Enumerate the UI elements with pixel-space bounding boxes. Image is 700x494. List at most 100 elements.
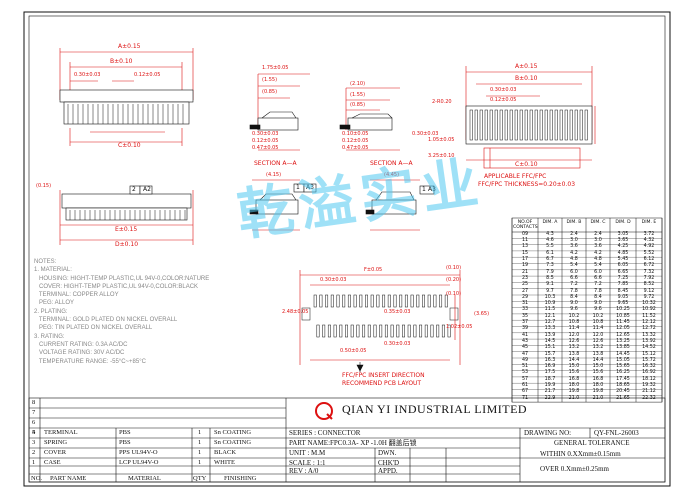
pin-table-cell: 15.7 bbox=[544, 351, 556, 357]
note-line: PEG: TIN PLATED ON NICKEL OVERALL bbox=[34, 325, 153, 332]
pin-table-cell: 8.4 bbox=[570, 294, 578, 300]
pin-table-cell: 6.0 bbox=[570, 269, 578, 275]
pin-table-cell: 7.9 bbox=[546, 269, 554, 275]
pin-table-cell: 6.72 bbox=[643, 263, 655, 269]
tolerance-over: OVER 0.Xmm±0.25mm bbox=[540, 465, 609, 473]
pin-table-cell: 15.05 bbox=[616, 357, 630, 363]
pin-table-cell: 9.0 bbox=[570, 301, 578, 307]
pin-table-cell: 10.8 bbox=[592, 320, 604, 325]
pcb-pad-top bbox=[382, 294, 386, 308]
bom-cell-qty: 1 bbox=[198, 429, 202, 436]
pin-table-cell: 12.05 bbox=[616, 326, 630, 332]
pcb-pad-bottom bbox=[316, 324, 320, 338]
pin-table-cell: 35 bbox=[521, 313, 529, 319]
pcb-layout-label: RECOMMEND PCB LAYOUT bbox=[342, 380, 422, 387]
pin-table-cell: 22.9 bbox=[544, 395, 556, 401]
pcb-peg-left bbox=[301, 307, 311, 321]
pin-table-cell: 7.32 bbox=[643, 269, 655, 275]
pin-table-cell: 19.32 bbox=[642, 383, 656, 388]
dim-015: (0.15) bbox=[36, 183, 52, 189]
dim-pcb-050: 0.50±0.05 bbox=[340, 348, 367, 354]
pin-table-cell: 21.65 bbox=[616, 395, 630, 401]
pcb-layout bbox=[299, 270, 461, 372]
pin-table-cell: 12.6 bbox=[592, 338, 604, 344]
pcb-pad-top bbox=[444, 294, 448, 308]
pin-table-cell: 6.12 bbox=[643, 257, 655, 262]
pin-table-cell: 19 bbox=[521, 263, 529, 269]
pin-table-cell: 6.7 bbox=[546, 257, 554, 262]
dim-010: (0.10) bbox=[446, 265, 462, 271]
note-line: VOLTAGE RATING: 30V AC/DC bbox=[34, 350, 125, 357]
pcb-pad-bottom bbox=[327, 324, 331, 338]
pin-table-cell: 13 bbox=[521, 244, 529, 250]
bom-cell-qty: 1 bbox=[198, 449, 202, 456]
tolerance-title: GENERAL TOLERANCE bbox=[554, 439, 630, 447]
right-view-pin bbox=[499, 109, 503, 141]
title-block-grid bbox=[28, 397, 666, 483]
pcb-pad-top bbox=[313, 294, 317, 308]
dim-height: 1.75±0.05 bbox=[262, 65, 289, 71]
dim-r-325: 3.25±0.10 bbox=[428, 153, 455, 159]
pcb-pad-bottom bbox=[390, 324, 394, 338]
pin-table-cell: 13.8 bbox=[568, 351, 580, 357]
dim-r-c: C±0.10 bbox=[515, 161, 538, 168]
pcb-pad-top bbox=[325, 294, 329, 308]
pin-table-cell: 8.45 bbox=[617, 288, 629, 294]
dim-s010a: 0.10±0.05 bbox=[342, 131, 369, 137]
note-line: TERMINAL: GOLD PLATED ON NICKEL OVERALL bbox=[34, 317, 178, 324]
pin-table-cell: 10.32 bbox=[642, 301, 656, 307]
pin-table-cell: 15.0 bbox=[568, 364, 580, 370]
right-view-pin bbox=[519, 109, 523, 141]
dim-085b: (0.85) bbox=[350, 102, 366, 108]
pin-table-cell: 14.45 bbox=[616, 351, 630, 357]
pin-table-cell: 14.5 bbox=[544, 338, 556, 344]
bom-empty-row-no: 7 bbox=[32, 409, 36, 416]
pcb-pad-top bbox=[387, 294, 391, 308]
pin-table-cell: 9.65 bbox=[617, 301, 629, 307]
pin-table-cell: 7.25 bbox=[617, 275, 629, 281]
pin-table-cell: 4.32 bbox=[643, 238, 655, 244]
pin-table-cell: 18.65 bbox=[616, 383, 630, 388]
pin-table-cell: 9.0 bbox=[594, 301, 602, 307]
pin-table-cell: 8.52 bbox=[643, 282, 655, 288]
pin-table-cell: 12.1 bbox=[544, 313, 556, 319]
pcb-pad-bottom bbox=[339, 324, 343, 338]
pin-table-cell: 9.05 bbox=[617, 294, 629, 300]
series: SERIES : CONNECTOR bbox=[289, 429, 361, 437]
pin-table-cell: 10.9 bbox=[544, 301, 556, 307]
bom-cell-qty: 1 bbox=[198, 459, 202, 466]
pin-table-cell: 33 bbox=[521, 307, 529, 313]
pcb-pad-bottom bbox=[333, 324, 337, 338]
pcb-pad-bottom bbox=[362, 324, 366, 338]
dim-r-b: B±0.10 bbox=[515, 75, 538, 82]
bom-cell-fin: BLACK bbox=[214, 449, 237, 456]
pcb-pad-bottom bbox=[402, 324, 405, 338]
pcb-pad-bottom bbox=[367, 324, 371, 338]
pin-table-cell: 2.4 bbox=[594, 231, 602, 237]
dim-s030a: 0.30±0.03 bbox=[252, 131, 279, 137]
pin-table-cell: 10.85 bbox=[616, 313, 630, 319]
company-logo bbox=[315, 402, 333, 420]
pin-table-cell: 6.05 bbox=[617, 263, 629, 269]
notes: NOTES: 1. MATERIAL: HOUSING: HIGHT-TEMP … bbox=[34, 258, 209, 366]
pin-table-cell: 5.4 bbox=[594, 263, 602, 269]
pin-table-cell: 4.3 bbox=[546, 231, 554, 237]
pin-table-cell: 10.3 bbox=[544, 294, 556, 300]
dim-085: (0.85) bbox=[262, 89, 278, 95]
pcb-pad-top bbox=[319, 294, 323, 308]
scale: SCALE : 1:1 bbox=[289, 459, 326, 467]
bom-cell-no: 2 bbox=[32, 449, 36, 456]
right-view-pin bbox=[524, 109, 528, 141]
pin-table-cell: 17.45 bbox=[616, 376, 630, 382]
pcb-peg-right bbox=[449, 307, 459, 321]
pcb-pad-bottom bbox=[322, 324, 326, 338]
right-view-pin bbox=[549, 109, 553, 141]
pin-table-cell: 14.4 bbox=[568, 357, 580, 363]
pin-table-cell: 6.6 bbox=[594, 275, 602, 281]
pin-table-cell: 18.12 bbox=[642, 376, 656, 382]
right-view-pin bbox=[484, 109, 488, 141]
drawing-no: QY-FNL-26003 bbox=[594, 429, 639, 437]
bom-cell-qty: 1 bbox=[198, 439, 202, 446]
pin-table-cell: 43 bbox=[521, 338, 529, 344]
pcb-pad-bottom bbox=[424, 324, 428, 338]
